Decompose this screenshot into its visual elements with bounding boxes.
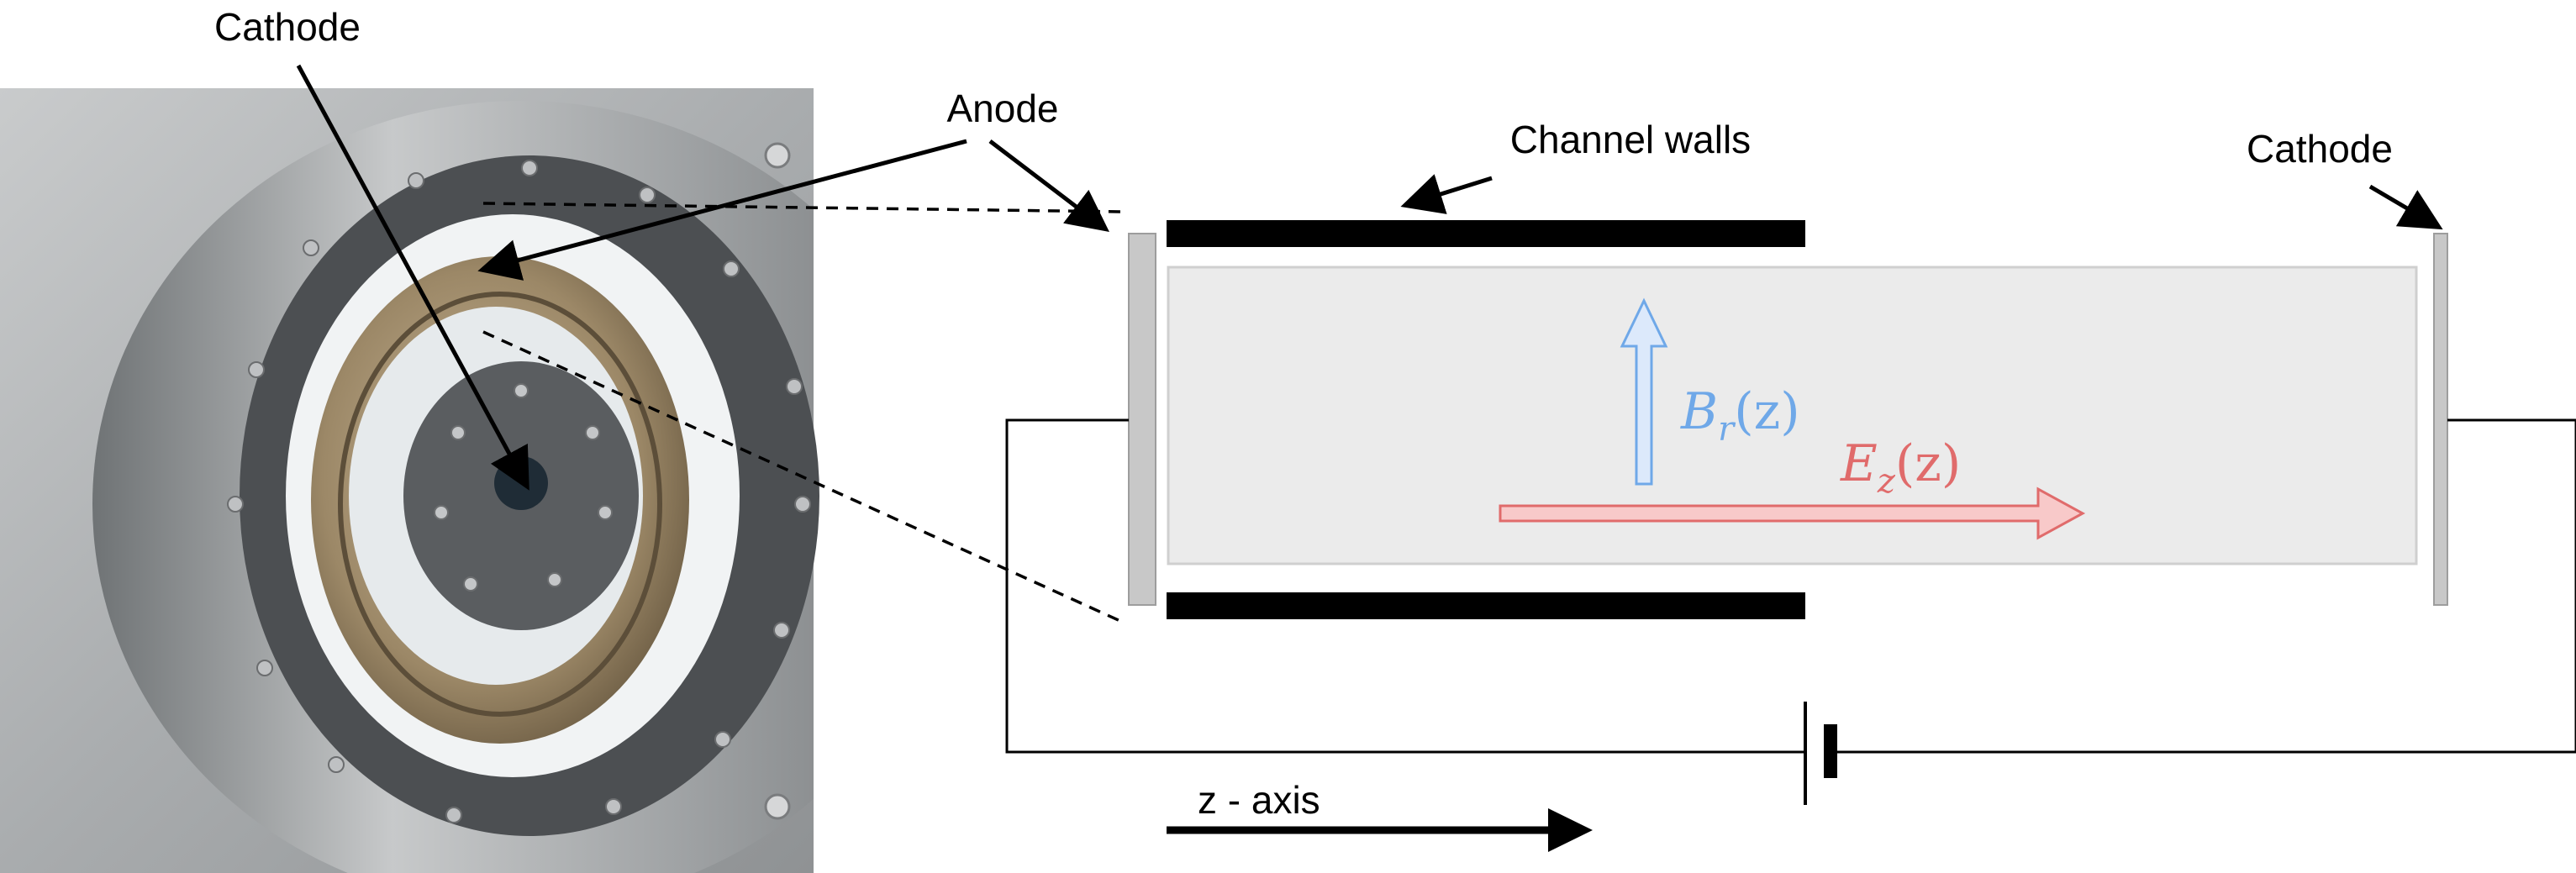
cathode-pointer xyxy=(296,64,529,491)
schematic xyxy=(1005,220,2576,852)
zoom-line-top xyxy=(482,202,1123,213)
cathode-orifice xyxy=(494,456,548,510)
channel-walls-pointer xyxy=(1400,174,1493,214)
e-argument: (z) xyxy=(1895,434,1961,493)
e-symbol: E xyxy=(1840,434,1878,493)
z-axis-arrow xyxy=(1167,808,1593,852)
channel-wall-bottom xyxy=(1167,592,1805,619)
corner-screw-top xyxy=(764,142,791,169)
channel-wall-top xyxy=(1167,220,1805,247)
thruster-photo xyxy=(0,0,982,873)
b-symbol: B xyxy=(1680,382,1718,441)
label-b-field: Br(z) xyxy=(1680,382,1800,449)
label-z-axis: z - axis xyxy=(1198,778,1320,822)
circuit xyxy=(1005,418,2576,805)
circuit-wire-left xyxy=(1005,418,1805,754)
label-anode: Anode xyxy=(946,87,1058,130)
inner-pole-bolts xyxy=(434,383,613,592)
anode-pointer-diagram xyxy=(988,139,1109,233)
anode-pointer-photo xyxy=(477,139,967,281)
anode-plate xyxy=(1128,233,1156,606)
callout-lines xyxy=(296,64,2443,623)
cathode-plate xyxy=(2433,233,2448,606)
b-subscript: r xyxy=(1718,410,1736,449)
anode-groove xyxy=(338,292,662,717)
b-argument: (z) xyxy=(1734,382,1799,441)
e-subscript: z xyxy=(1877,462,1896,501)
corner-screw-bottom xyxy=(764,793,791,820)
cathode-right-pointer xyxy=(2368,184,2443,230)
circuit-wire-right xyxy=(1832,418,2576,754)
label-channel-walls: Channel walls xyxy=(1510,118,1751,161)
z-axis-head xyxy=(1548,808,1593,852)
label-cathode-photo: Cathode xyxy=(214,5,361,49)
photo-crop-right xyxy=(814,0,982,873)
label-e-field: Ez(z) xyxy=(1840,434,1961,501)
pole-ring-bolts xyxy=(227,160,811,823)
b-field-arrow xyxy=(1620,297,1668,486)
zoom-line-bottom xyxy=(482,330,1123,623)
e-field-arrow xyxy=(1499,486,2086,540)
label-cathode-schematic: Cathode xyxy=(2247,127,2393,171)
